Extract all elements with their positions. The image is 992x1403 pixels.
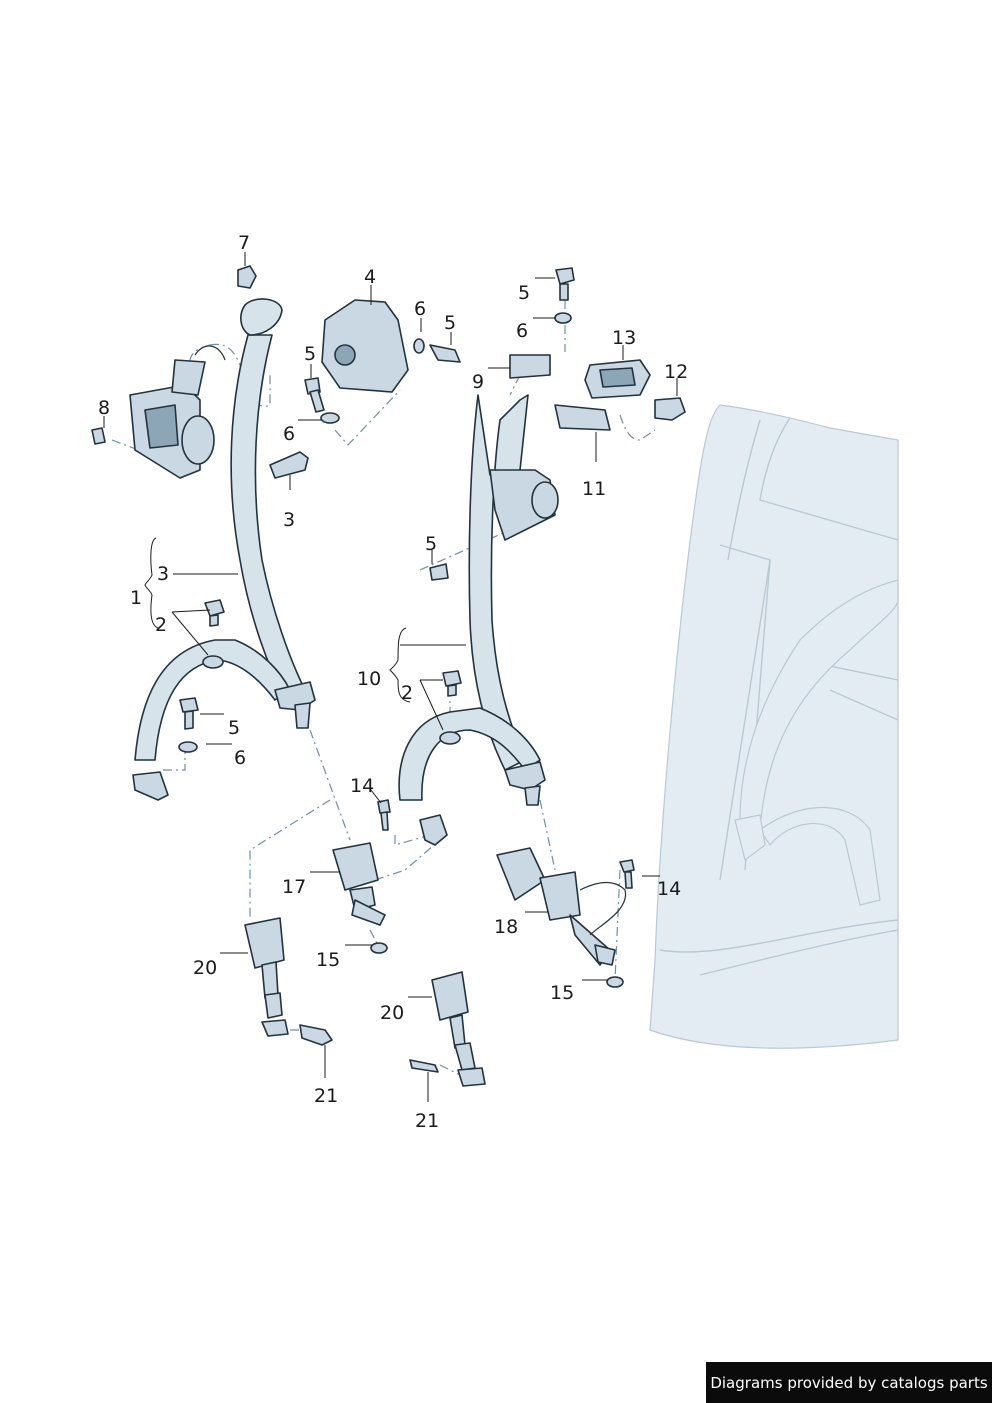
- callout-numbers: 7 4 6 5 5 5 6 13 12 9 8 6 3 11 5 3 1 2 5…: [98, 232, 688, 1132]
- callout-21: 21: [415, 1110, 439, 1132]
- callout-6: 6: [516, 320, 528, 342]
- center-upper-small-parts: [554, 359, 686, 431]
- callout-20: 20: [380, 1002, 404, 1024]
- callout-15: 15: [550, 982, 574, 1004]
- callout-6: 6: [283, 423, 295, 445]
- callout-14: 14: [657, 878, 681, 900]
- callout-3: 3: [157, 563, 169, 585]
- leader-lines: [103, 252, 678, 1102]
- upper-left-anchor-parts: [91, 265, 461, 479]
- callout-5: 5: [518, 282, 530, 304]
- callout-2: 2: [401, 682, 413, 704]
- callout-6: 6: [234, 747, 246, 769]
- rear-seat-illustration: [649, 404, 899, 1049]
- callout-8: 8: [98, 397, 110, 419]
- left-belt-webbing: [132, 298, 316, 801]
- callout-11: 11: [582, 478, 606, 500]
- callout-12: 12: [664, 361, 688, 383]
- callout-2: 2: [155, 614, 167, 636]
- callout-20: 20: [193, 957, 217, 979]
- callout-4: 4: [364, 266, 376, 288]
- callout-10: 10: [357, 668, 381, 690]
- left-retractor: [129, 345, 226, 479]
- callout-5: 5: [304, 343, 316, 365]
- callout-3: 3: [283, 509, 295, 531]
- callout-7: 7: [238, 232, 250, 254]
- callout-9: 9: [472, 371, 484, 393]
- callout-1: 1: [130, 587, 142, 609]
- callout-5: 5: [228, 717, 240, 739]
- callout-17: 17: [282, 876, 306, 898]
- callout-5: 5: [444, 312, 456, 334]
- buckles: [244, 799, 635, 1087]
- watermark-banner: Diagrams provided by catalogs parts: [706, 1362, 992, 1403]
- callout-6: 6: [414, 298, 426, 320]
- center-belt-assembly: [398, 267, 575, 846]
- callout-14: 14: [350, 775, 374, 797]
- callout-15: 15: [316, 949, 340, 971]
- callout-5: 5: [425, 533, 437, 555]
- anchor-bolts-washers: [178, 599, 462, 753]
- watermark-text: Diagrams provided by catalogs parts: [710, 1373, 988, 1392]
- callout-21: 21: [314, 1085, 338, 1107]
- callout-18: 18: [494, 916, 518, 938]
- callout-13: 13: [612, 327, 636, 349]
